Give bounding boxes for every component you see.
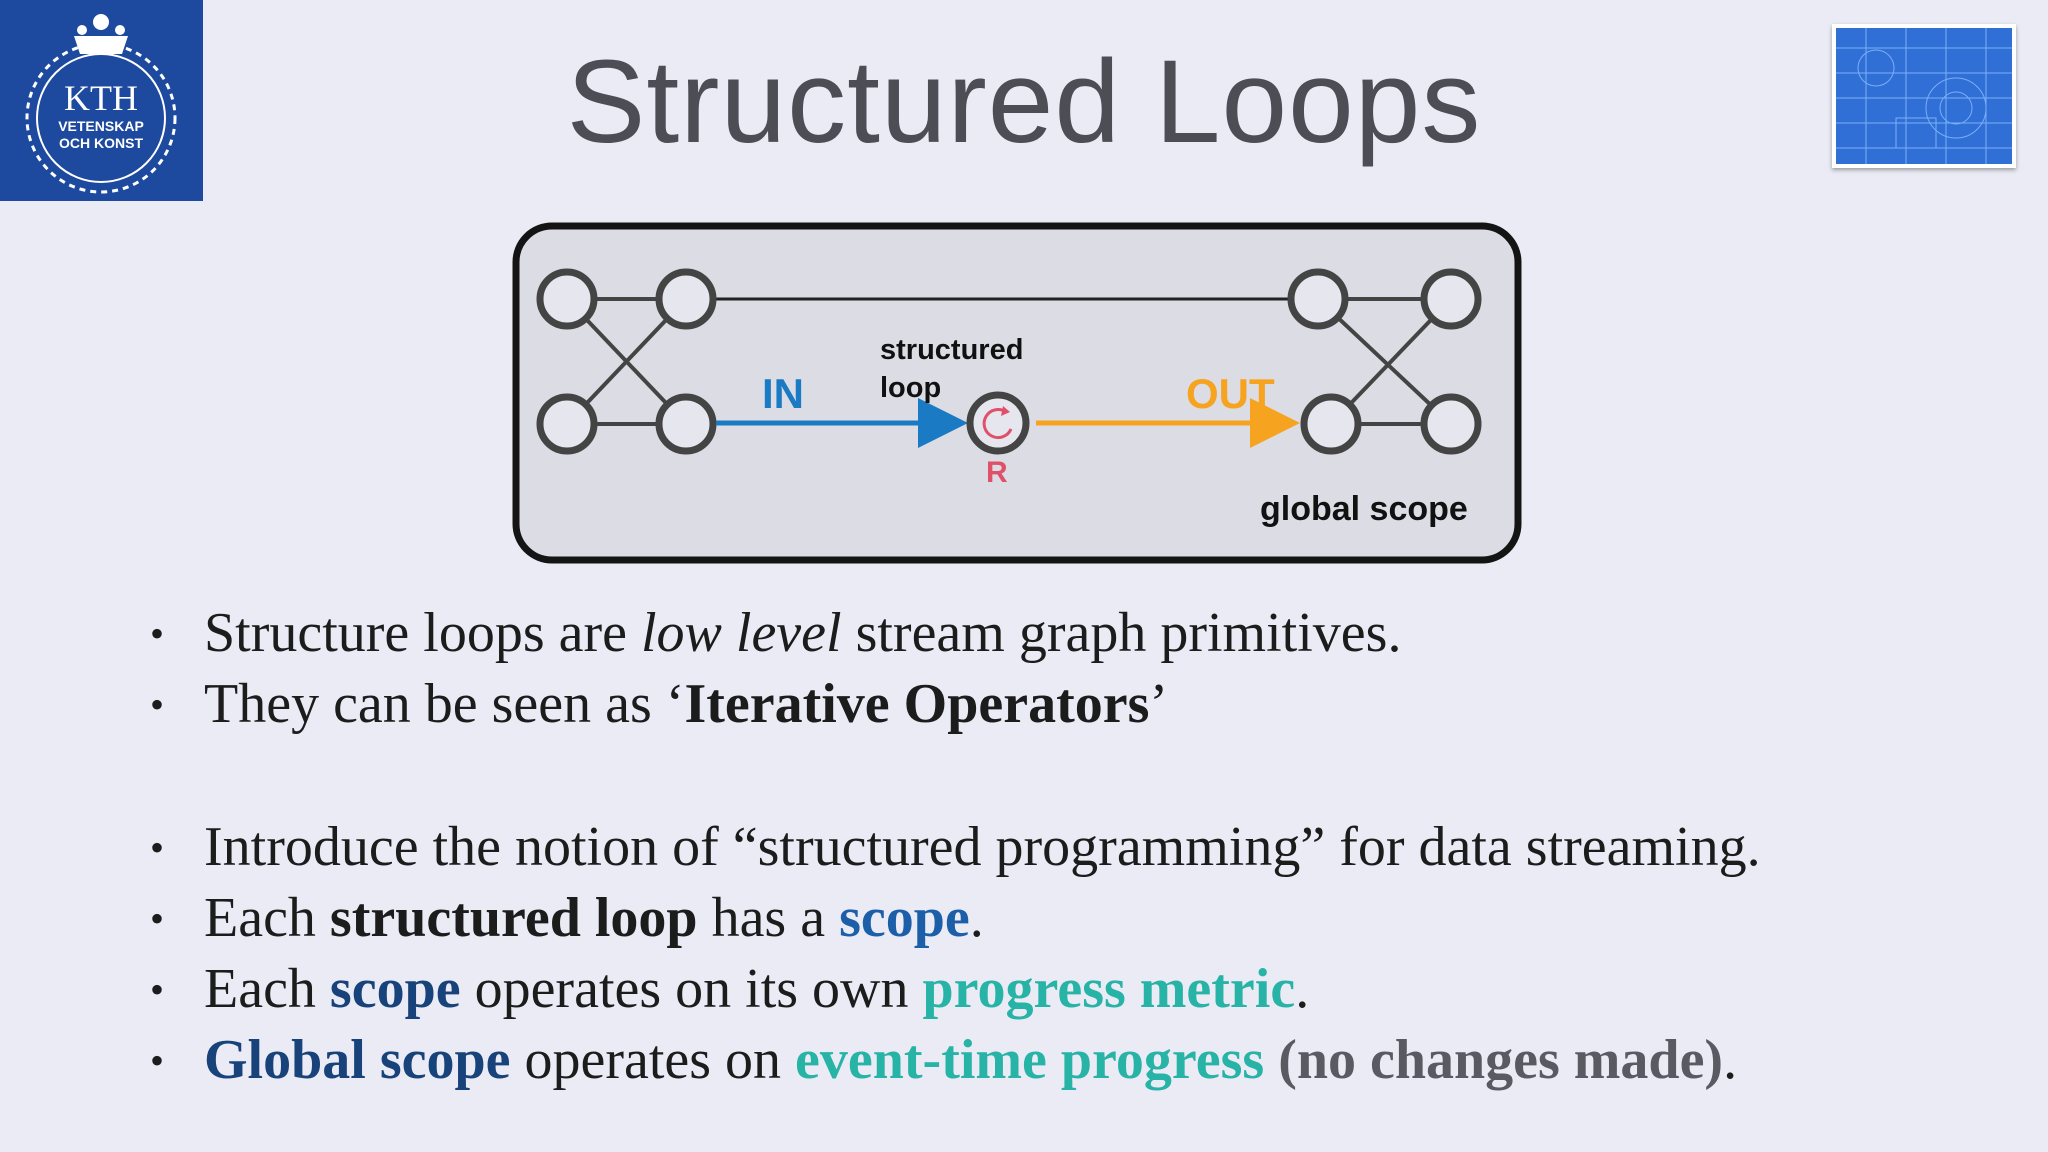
r-label: R xyxy=(986,456,1008,489)
bullet-item: • Structure loops are low level stream g… xyxy=(150,598,2020,669)
blueprint-image-icon xyxy=(1836,28,2012,164)
iterative-operators-term: Iterative Operators xyxy=(684,673,1150,735)
bullet-list: • Structure loops are low level stream g… xyxy=(150,598,2020,1096)
scope-term: scope xyxy=(329,958,461,1020)
node xyxy=(536,268,598,330)
structured-loop-node xyxy=(966,391,1030,455)
bullet-item: • Global scope operates on event-time pr… xyxy=(150,1025,2020,1096)
blueprint-thumbnail xyxy=(1832,24,2016,168)
low-level-emphasis: low level xyxy=(640,602,842,664)
bullet-dot: • xyxy=(150,1038,165,1083)
slide-title: Structured Loops xyxy=(566,36,1482,168)
node xyxy=(655,393,717,455)
node xyxy=(1420,393,1482,455)
bullet-dot: • xyxy=(150,967,165,1012)
progress-metric-term: progress metric xyxy=(922,958,1296,1020)
svg-text:OCH KONST: OCH KONST xyxy=(59,135,143,151)
scope-term: scope xyxy=(839,887,970,949)
in-label: IN xyxy=(762,370,804,417)
bullet-item: • They can be seen as ‘Iterative Operato… xyxy=(150,669,2020,740)
global-scope-box xyxy=(512,222,1522,564)
kth-seal-icon: KTH VETENSKAP OCH KONST xyxy=(25,14,177,194)
svg-text:KTH: KTH xyxy=(64,78,138,118)
node xyxy=(1420,268,1482,330)
out-label: OUT xyxy=(1186,370,1275,417)
node xyxy=(655,268,717,330)
structured-label: structured xyxy=(880,334,1024,366)
bullet-dot: • xyxy=(150,825,165,870)
loop-label: loop xyxy=(880,372,942,404)
no-changes-note: (no changes made) xyxy=(1278,1029,1724,1091)
bullet-dot: • xyxy=(150,682,165,727)
loop-icon xyxy=(982,408,1013,439)
event-time-progress-term: event-time progress xyxy=(795,1029,1265,1091)
node xyxy=(1300,393,1362,455)
kth-logo: KTH VETENSKAP OCH KONST xyxy=(0,0,203,201)
global-scope-label: global scope xyxy=(1260,490,1468,528)
loop-diagram-graphic xyxy=(512,222,1522,564)
global-scope-term: Global scope xyxy=(204,1029,511,1091)
svg-text:VETENSKAP: VETENSKAP xyxy=(58,118,144,134)
loop-diagram: IN structured loop OUT R global scope xyxy=(512,222,1522,566)
bullet-dot: • xyxy=(150,611,165,656)
bullet-item: • Introduce the notion of “structured pr… xyxy=(150,812,2020,883)
node xyxy=(1287,268,1349,330)
structured-loop-term: structured loop xyxy=(329,887,698,949)
bullet-item: • Each scope operates on its own progres… xyxy=(150,954,2020,1025)
node xyxy=(536,393,598,455)
bullet-dot: • xyxy=(150,896,165,941)
bullet-item: • Each structured loop has a scope. xyxy=(150,883,2020,954)
